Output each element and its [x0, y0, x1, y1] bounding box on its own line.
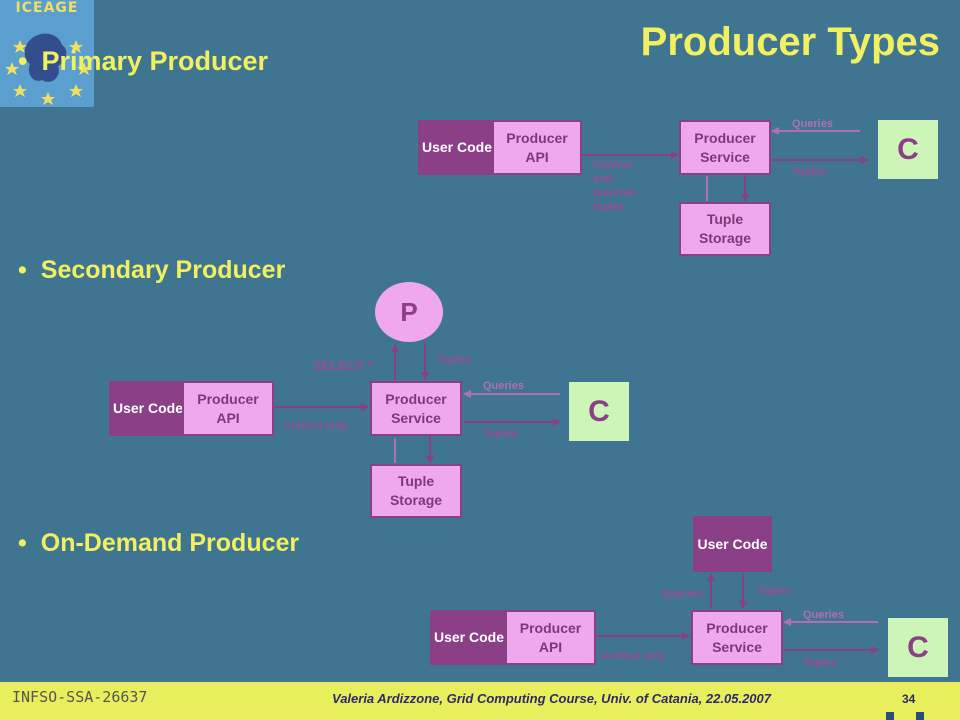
secondary-producer-api: Producer API	[182, 381, 274, 436]
bullet-secondary: • Secondary Producer	[18, 256, 418, 285]
ondemand-label-queries-up: Queries	[662, 588, 703, 600]
ondemand-producer-api: Producer API	[505, 610, 596, 665]
secondary-label-tuples-up: Tuples	[437, 354, 472, 366]
ondemand-label-tuples-up: Tuples	[757, 585, 792, 597]
bullet-primary: • Primary Producer	[18, 46, 418, 77]
ondemand-user-code-top: User Code	[693, 516, 772, 572]
secondary-tuple-storage: Tuple Storage	[370, 464, 462, 518]
secondary-label-select: SELECT *	[313, 358, 373, 373]
primary-consumer: C	[878, 120, 938, 179]
slide-title: Producer Types	[640, 20, 940, 64]
primary-label-queries: Queries	[792, 118, 833, 130]
secondary-label-tuples: Tuples	[483, 428, 518, 440]
secondary-consumer: C	[569, 382, 629, 441]
page-number: 34	[902, 692, 916, 706]
secondary-label-control: Control only	[283, 420, 348, 432]
primary-producer-api: Producer API	[492, 120, 582, 175]
footer-bar: INFSO-SSA-26637 Valeria Ardizzone, Grid …	[0, 682, 960, 720]
primary-tuple-storage: Tuple Storage	[679, 202, 771, 256]
bullet-dot: •	[18, 256, 27, 284]
primary-label-tuples: Tuples	[792, 166, 827, 178]
primary-label-control: Control and inserted tuples	[593, 159, 636, 213]
footer-decoration	[886, 712, 894, 720]
footer-project-code: INFSO-SSA-26637	[12, 688, 148, 706]
bullet-ondemand: • On-Demand Producer	[18, 529, 418, 558]
secondary-producer-service: Producer Service	[370, 381, 462, 436]
ondemand-user-code: User Code	[430, 610, 510, 665]
footer-decoration	[916, 712, 924, 720]
bullet-primary-label: Primary Producer	[41, 46, 269, 76]
logo-text: ICEAGE	[15, 0, 79, 16]
bullet-dot: •	[18, 46, 28, 76]
secondary-label-queries: Queries	[483, 380, 524, 392]
ondemand-label-control: Control only	[601, 650, 666, 662]
primary-producer-service: Producer Service	[679, 120, 771, 175]
primary-user-code: User Code	[418, 120, 498, 175]
bullet-secondary-label: Secondary Producer	[40, 256, 286, 284]
logo-graphic	[5, 33, 91, 105]
secondary-user-code: User Code	[109, 381, 189, 436]
ondemand-consumer: C	[888, 618, 948, 677]
secondary-producer-circle: P	[375, 282, 443, 342]
bullet-dot: •	[18, 529, 27, 557]
footer-credit: Valeria Ardizzone, Grid Computing Course…	[332, 691, 771, 706]
ondemand-label-tuples: Tuples	[803, 657, 838, 669]
ondemand-producer-service: Producer Service	[691, 610, 783, 665]
iceage-logo: ICEAGE	[0, 0, 94, 107]
bullet-ondemand-label: On-Demand Producer	[40, 529, 300, 557]
ondemand-label-queries: Queries	[803, 609, 844, 621]
